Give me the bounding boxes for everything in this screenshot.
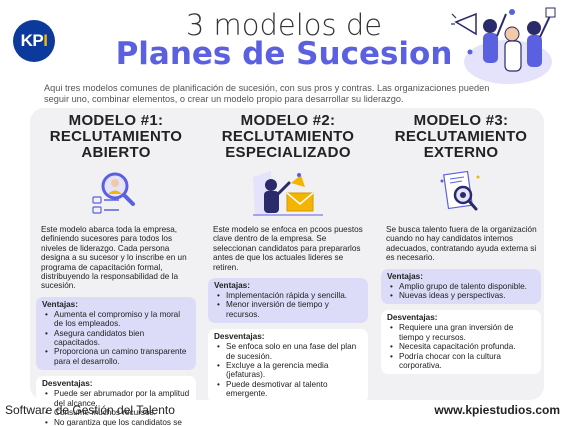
model-title: MODELO #1: RECLUTAMIENTO ABIERTO (49, 112, 183, 161)
model-title: MODELO #2: RECLUTAMIENTO ESPECIALIZADO (221, 112, 355, 161)
list-item: Se enfoca solo en una fase del plan de s… (214, 342, 363, 361)
list-item: Menor inversión de tiempo y recursos. (214, 300, 363, 319)
pros-heading: Ventajas: (387, 271, 423, 281)
list-item: Requiere una gran inversión de tiempo y … (387, 323, 536, 342)
model-description: Se busca talento fuera de la organizació… (386, 225, 537, 263)
list-item: Puede ser abrumador por la amplitud del … (42, 389, 191, 408)
website-link[interactable]: www.kpiestudios.com (434, 403, 560, 417)
model-description: Este modelo abarca toda la empresa, defi… (41, 225, 187, 291)
magnifier-candidate-icon (92, 172, 135, 214)
model-title: MODELO #3: RECLUTAMIENTO EXTERNO (394, 112, 528, 161)
kpi-logo: KPI (13, 20, 55, 62)
cons-heading: Desventajas: (387, 313, 438, 323)
list-item: Aumenta el compromiso y la moral de los … (42, 310, 191, 329)
cons-box: Desventajas: Requiere una gran inversión… (381, 310, 541, 375)
model-column-3: MODELO #3: RECLUTAMIENTO EXTERNO Se busc… (381, 112, 541, 375)
page-title: Planes de Sucesion (115, 36, 453, 72)
model-column-2: MODELO #2: RECLUTAMIENTO ESPECIALIZADO E… (208, 113, 368, 403)
list-item: Podría chocar con la cultura corporativa… (387, 352, 536, 371)
pros-box: Ventajas: Amplio grupo de talento dispon… (381, 268, 541, 305)
list-item: Asegura candidatos bien capacitados. (42, 329, 191, 348)
pros-box: Ventajas: Implementación rápida y sencil… (208, 278, 368, 324)
pros-heading: Ventajas: (214, 281, 250, 291)
title-top: 3 modelos de (185, 8, 383, 42)
intro-text: Aqui tres modelos comunes de planificaci… (44, 83, 490, 104)
footer-tagline: Software de Gestión del Talento (5, 403, 175, 417)
list-item: Amplio grupo de talento disponible. (387, 282, 536, 292)
list-item: No garantiza que los candidatos se quede… (42, 418, 191, 426)
list-item: Proporciona un camino transparente para … (42, 347, 191, 366)
list-item: Puede desmotivar al talento emergente. (214, 380, 363, 399)
pros-box: Ventajas: Aumenta el compromiso y la mor… (36, 296, 196, 371)
cons-box: Desventajas: Se enfoca solo en una fase … (208, 329, 368, 403)
cons-heading: Desventajas: (214, 332, 265, 342)
celebrating-team-illustration (450, 4, 560, 86)
list-item: Nuevas ideas y perspectivas. (387, 291, 536, 301)
logo-text: KPI (20, 31, 48, 50)
document-search-icon (440, 170, 480, 211)
list-item: Implementación rápida y sencilla. (214, 291, 363, 301)
list-item: Necesita capacitación profunda. (387, 342, 536, 352)
model-column-1: MODELO #1: RECLUTAMIENTO ABIERTO Este mo… (36, 113, 196, 426)
model-description: Este modelo se enfoca en pcoos puestos c… (213, 225, 363, 272)
list-item: Consume muchos recursos. (42, 408, 191, 418)
person-envelope-icon (253, 171, 323, 217)
pros-heading: Ventajas: (42, 299, 78, 309)
cons-box: Desventajas: Puede ser abrumador por la … (36, 376, 196, 426)
cons-heading: Desventajas: (42, 379, 93, 389)
list-item: Excluye a la gerencia media (jefaturas). (214, 361, 363, 380)
